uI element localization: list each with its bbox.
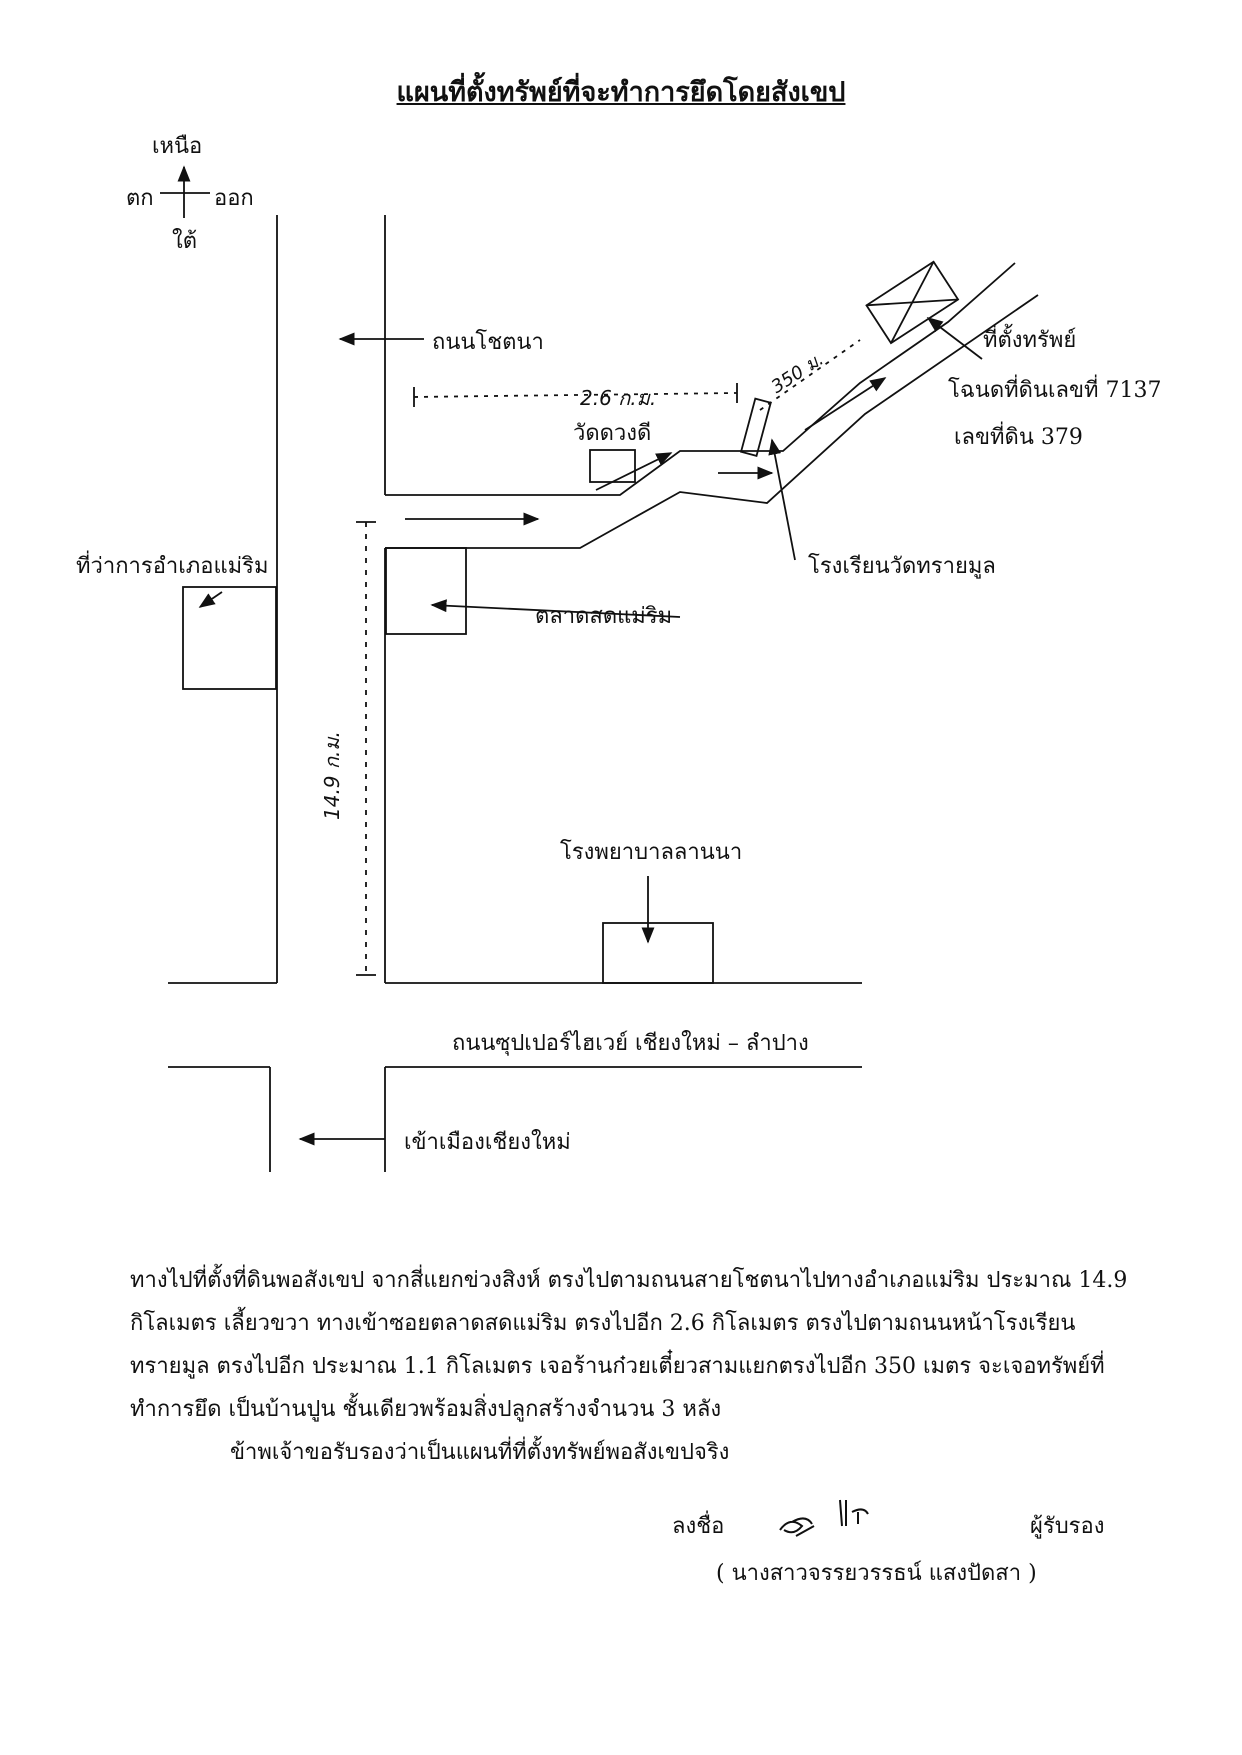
to-city-label: เข้าเมืองเชียงใหม่ [404,1130,571,1155]
distance-350-line [759,339,861,411]
district-arrow-icon [198,591,223,608]
certification-line: ข้าพเจ้าขอรับรองว่าเป็นแผนที่ที่ตั้งทรัพ… [230,1440,730,1465]
land-number-label: เลขที่ดิน 379 [954,425,1083,450]
property-arrow-icon [926,317,983,360]
directions-line: ทรายมูล ตรงไปอีก ประมาณ 1.1 กิโลเมตร เจอ… [130,1354,1105,1379]
hospital-box [602,922,714,984]
sign-label: ลงชื่อ [672,1514,725,1539]
school-box [739,397,772,457]
distance-2-6-note: 2.6 ก.ม. [580,386,657,410]
compass-south-label: ใต้ [172,229,198,254]
compass-east-label: ออก [214,186,254,211]
road-chotana-label: ถนนโชตนา [432,330,544,355]
school-arrow-icon [768,438,796,561]
superhighway-lower-lines [168,1066,862,1172]
school-label: โรงเรียนวัดทรายมูล [808,554,996,579]
route-arrow-icon [804,377,887,431]
market-arrow-icon [430,599,681,618]
directions-line: ทำการยึด เป็นบ้านปูน ชั้นเดียวพร้อมสิ่งป… [130,1397,722,1422]
property-house-icon [865,260,960,345]
wat-duangdi-label: วัดดวงดี [573,421,652,446]
district-office-label: ที่ว่าการอำเภอแม่ริม [76,554,269,579]
directions-line: กิโลเมตร เลี้ยวขวา ทางเข้าซอยตลาดสดแม่ริ… [130,1311,1076,1336]
directions-line: ทางไปที่ตั้งที่ดินพอสังเขป จากสี่แยกข่วง… [130,1268,1128,1293]
property-label: ที่ตั้งทรัพย์ [983,328,1077,353]
distance-2-6-line [413,383,738,407]
compass-west-label: ตก [126,186,154,211]
certifier-label: ผู้รับรอง [1030,1514,1105,1539]
superhighway-label: ถนนซุปเปอร์ไฮเวย์ เชียงใหม่ – ลำปาง [452,1031,809,1056]
market-box [385,547,467,635]
deed-number-label: โฉนดที่ดินเลขที่ 7137 [948,378,1162,403]
compass-north-label: เหนือ [152,134,203,159]
certifier-name: ( นางสาวจรรยวรรธน์ แสงปัดสา ) [716,1561,1037,1586]
hospital-label: โรงพยาบาลลานนา [560,840,743,865]
directions-paragraph: ทางไปที่ตั้งที่ดินพอสังเขป จากสี่แยกข่วง… [130,1259,1130,1474]
distance-14-9-line [356,521,376,976]
side-road-lines [385,262,1039,549]
district-office-box [182,586,277,690]
compass-cross-icon [160,165,210,218]
market-label: ตลาดสดแม่ริม [535,604,673,629]
page-title: แผนที่ตั้งทรัพย์ที่จะทำการยึดโดยสังเขป [396,77,846,108]
route-arrow-icon [595,452,673,491]
